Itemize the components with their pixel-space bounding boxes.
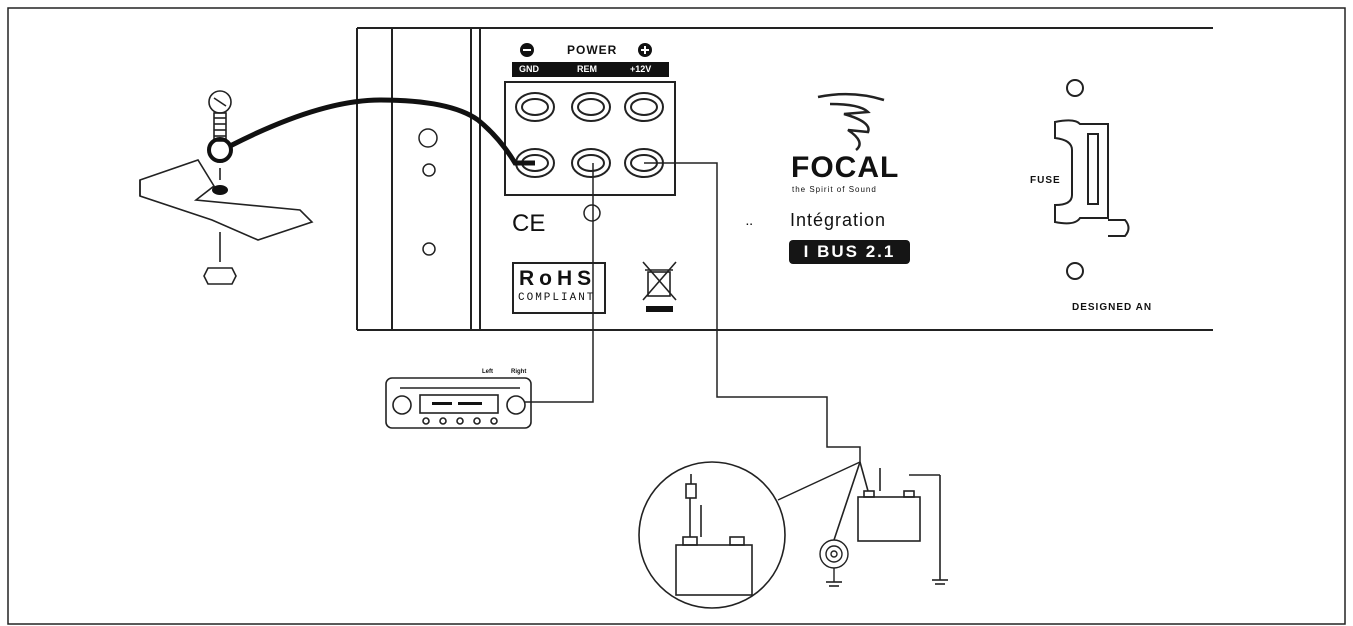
fuse-holder <box>1054 79 1130 280</box>
head-unit-right-label: Right <box>511 369 527 375</box>
detail-battery <box>675 474 753 596</box>
terminal-block <box>504 81 676 196</box>
outer-frame <box>7 7 1346 625</box>
ground-bolt <box>203 90 237 285</box>
fuse-label: FUSE <box>1030 175 1061 186</box>
product-line: Intégration <box>790 210 887 230</box>
car-battery <box>833 461 941 580</box>
designed-label: DESIGNED AN <box>1072 302 1153 313</box>
ring-terminal <box>207 137 233 163</box>
washer <box>212 185 228 195</box>
remote-wire <box>525 163 594 403</box>
mount-holes-left <box>418 128 438 256</box>
battery-detail-circle <box>638 461 786 609</box>
rohs-subtitle: COMPLIANT <box>518 292 596 304</box>
rohs-title: RoHS <box>519 267 597 290</box>
ground-symbols <box>826 579 948 587</box>
ground-cable <box>228 97 535 166</box>
ground-plate <box>139 159 314 241</box>
separator-dots: .. <box>746 217 754 228</box>
ce-mark: CE <box>512 210 546 237</box>
power-wire <box>644 162 861 462</box>
brand-name: FOCAL <box>791 151 900 184</box>
terminal-label-12v: +12V <box>630 64 652 74</box>
rohs-box <box>512 262 606 314</box>
model-badge: I BUS 2.1 <box>789 240 910 264</box>
terminal-label-gnd: GND <box>519 64 539 74</box>
focal-logo-icon <box>817 92 885 151</box>
detail-pointer <box>777 461 861 501</box>
alternator-icon <box>819 539 849 582</box>
weee-bin-icon <box>642 261 677 301</box>
terminal-label-rem: REM <box>577 64 597 74</box>
terminal-hole <box>583 204 601 222</box>
head-unit-left-label: Left <box>482 369 493 375</box>
head-unit <box>385 377 532 429</box>
power-header: POWER <box>567 43 618 57</box>
terminal-screws <box>515 92 664 178</box>
amplifier-panel <box>356 27 1213 331</box>
brand-tagline: the Spirit of Sound <box>792 185 877 194</box>
terminal-label-bar <box>512 62 669 77</box>
